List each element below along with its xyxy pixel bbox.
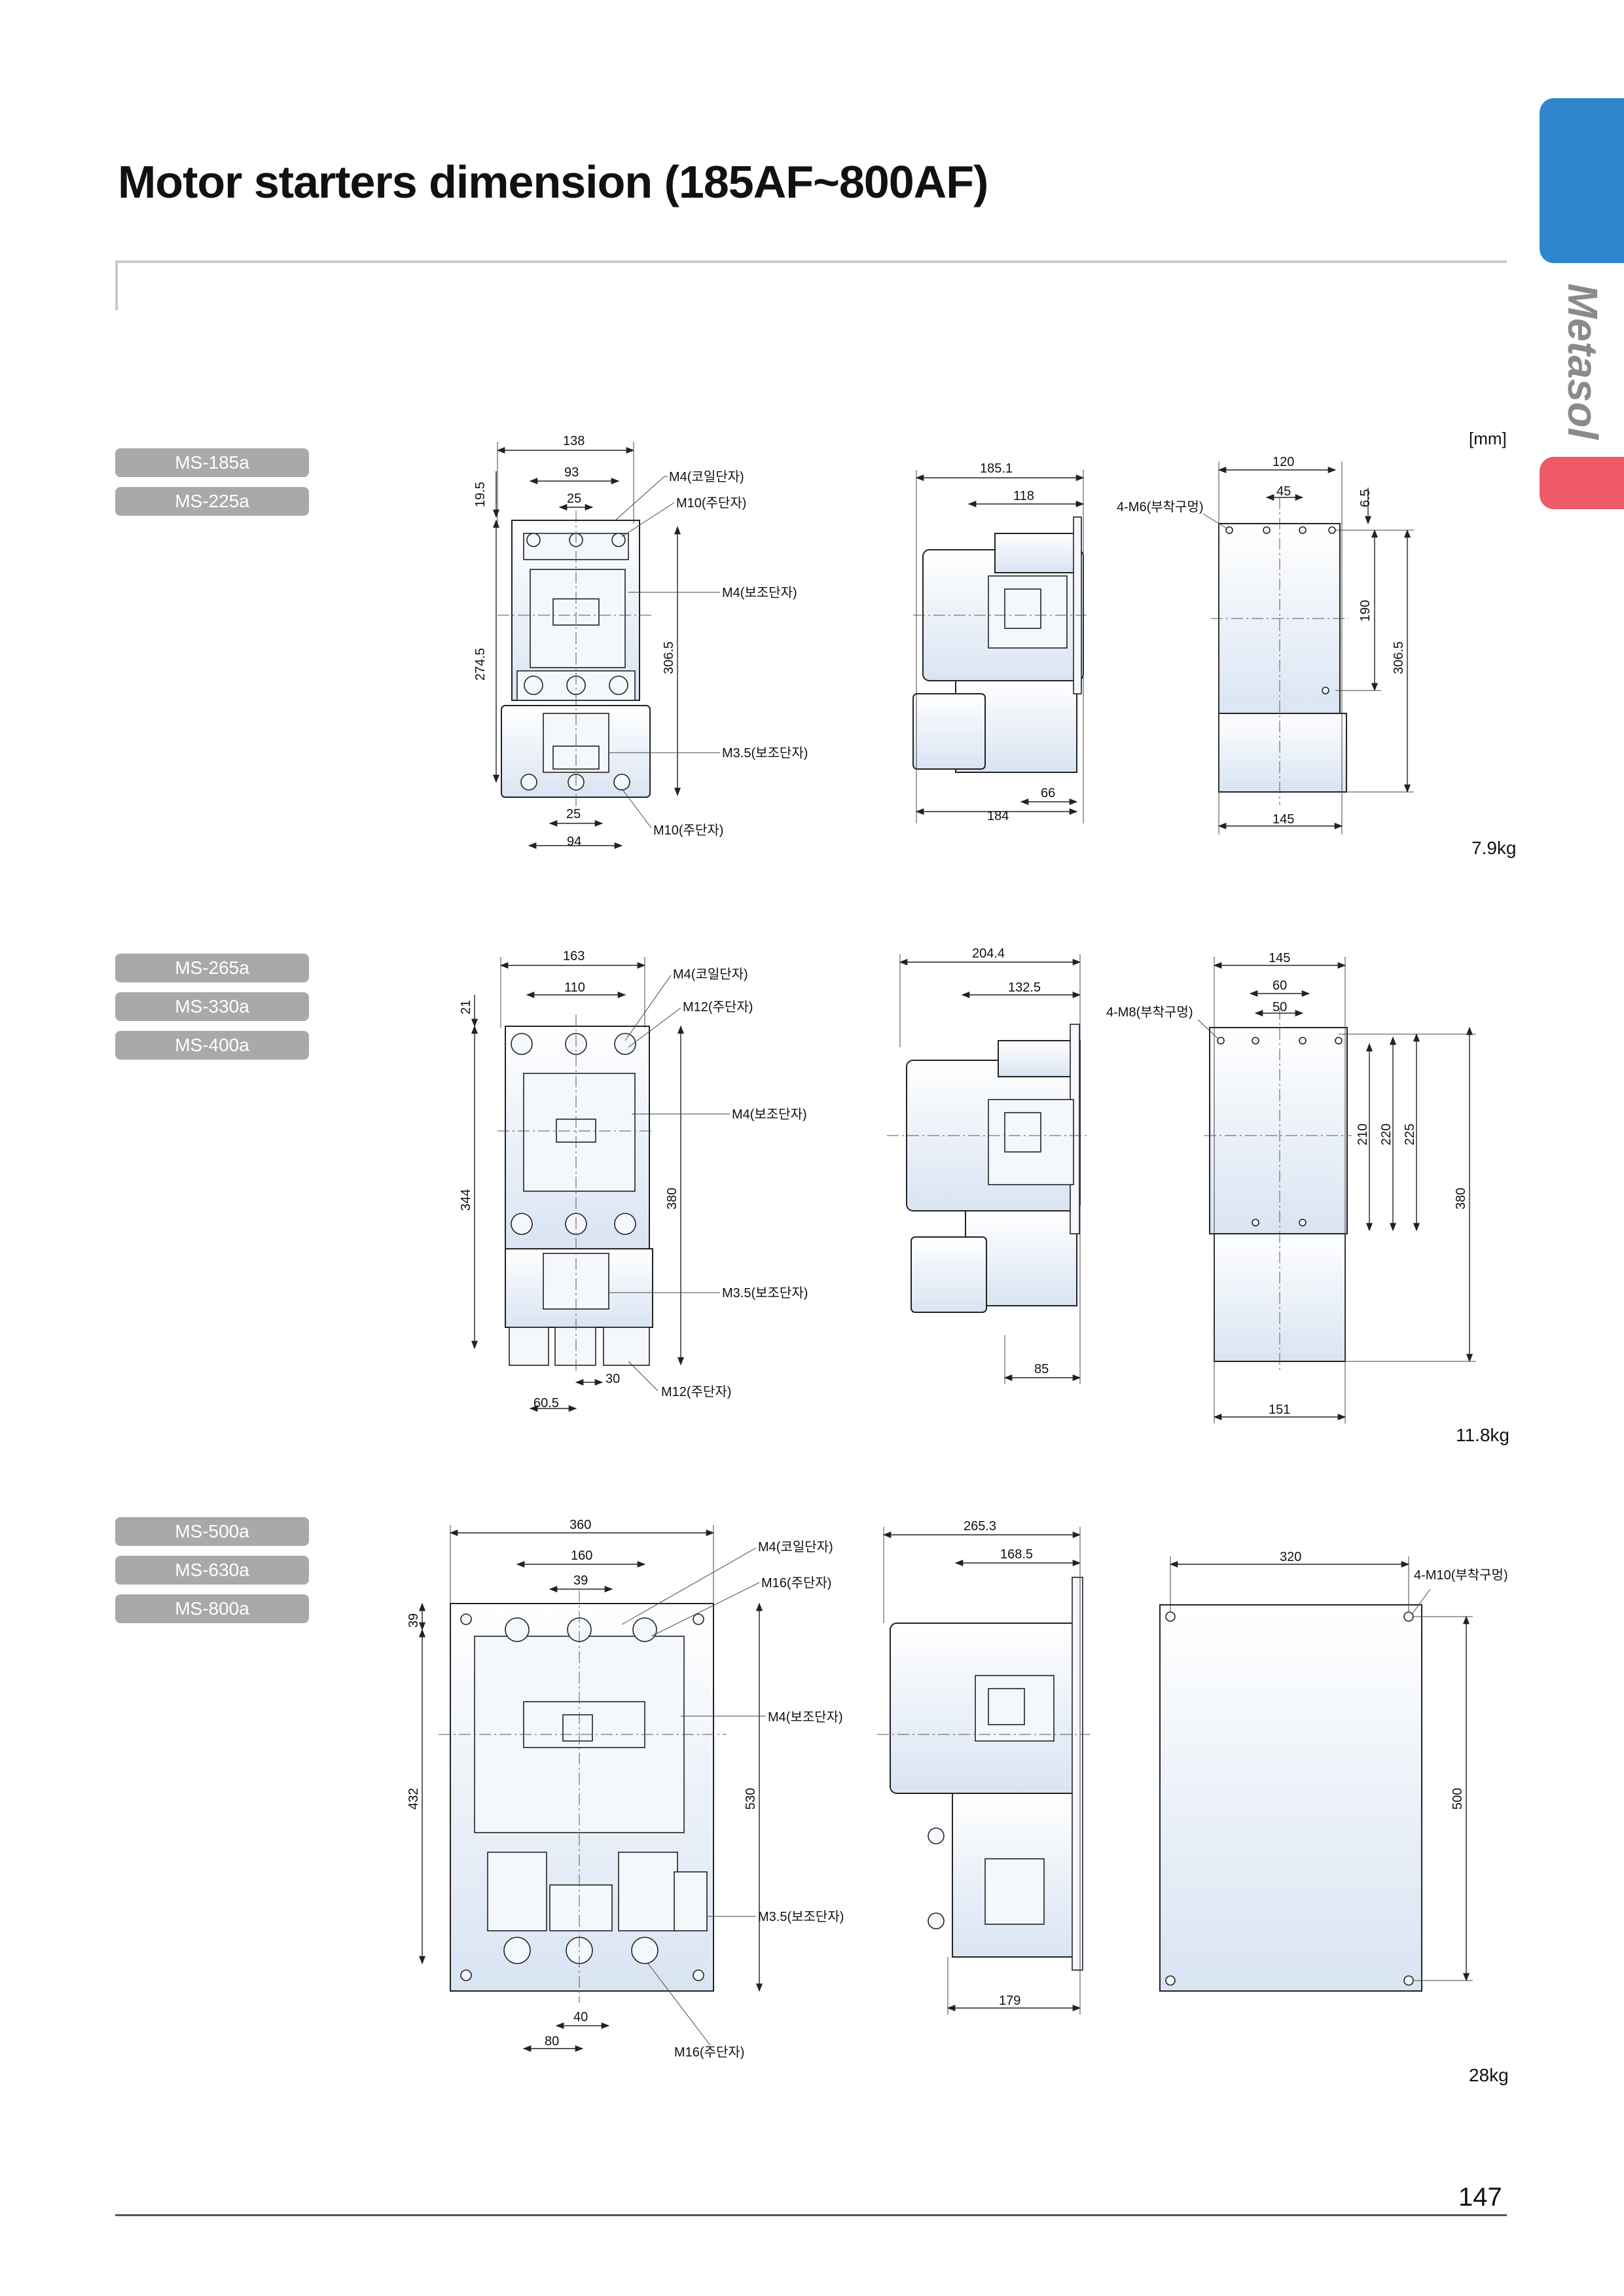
page-number: 147 [1458, 2183, 1502, 2212]
dim-label: 39 [573, 1573, 588, 1588]
unit-label: [mm] [1469, 429, 1507, 448]
callout-mounting-hole: 4-M8(부착구멍) [1106, 1005, 1193, 1020]
callout-aux-terminal: M4(보조단자) [768, 1710, 843, 1725]
dim-label: 85 [1034, 1362, 1049, 1376]
dim-label: 530 [744, 1788, 758, 1810]
dim-label: 21 [459, 1000, 473, 1014]
dim-label: 80 [545, 2034, 559, 2049]
footer-rule [115, 2214, 1507, 2216]
dim-label: 94 [567, 834, 581, 849]
dim-label: 145 [1272, 812, 1294, 827]
dim-label: 66 [1041, 786, 1055, 800]
callout-coil-terminal: M4(코일단자) [758, 1539, 833, 1554]
dim-label: 25 [566, 807, 581, 821]
dim-label: 151 [1269, 1403, 1290, 1417]
dim-label: 360 [569, 1518, 591, 1532]
dim-label: 500 [1451, 1788, 1465, 1810]
dim-label: 60 [1272, 978, 1287, 993]
callout-coil-terminal: M4(코일단자) [673, 967, 748, 982]
model-group-2: MS-265a MS-330a MS-400a [115, 954, 309, 1069]
page-title: Motor starters dimension (185AF~800AF) [118, 156, 988, 207]
dim-label: 225 [1403, 1124, 1417, 1145]
section-2-front-view: 163 110 21 344 380 30 60.5 M4(코일단자) M12(… [459, 949, 808, 1412]
dim-label: 138 [563, 434, 585, 448]
section-3-side-view: 265.3 168.5 179 [877, 1519, 1090, 2015]
dim-label: 265.3 [964, 1519, 996, 1534]
dim-label: 163 [563, 949, 585, 963]
dim-label: 190 [1358, 600, 1373, 622]
section-1-side-view: 204.4 185.1 118 184 66 [912, 461, 1087, 823]
dim-label: 93 [564, 465, 579, 480]
weight-label: 28kg [1469, 2065, 1509, 2085]
weight-label: 11.8kg [1456, 1425, 1509, 1445]
model-group-1: MS-185a MS-225a [115, 448, 309, 526]
section-1-front-view: 138 93 25 19.5 274.5 306.5 25 94 M4(코일단자… [473, 434, 808, 850]
model-label: MS-800a [115, 1594, 309, 1623]
callout-aux-terminal: M3.5(보조단자) [722, 1285, 808, 1300]
model-label: MS-500a [115, 1517, 309, 1546]
dim-label: 184 [987, 809, 1009, 823]
dim-label: 160 [571, 1549, 592, 1563]
dim-label: 380 [665, 1188, 679, 1210]
weight-label: 7.9kg [1471, 838, 1517, 858]
dim-label: 25 [567, 492, 581, 506]
callout-main-terminal: M12(주단자) [661, 1384, 731, 1399]
model-label: MS-400a [115, 1031, 309, 1060]
callout-main-terminal: M12(주단자) [683, 999, 753, 1014]
dim-label: 344 [459, 1189, 473, 1211]
callout-main-terminal: M10(주단자) [653, 823, 723, 838]
callout-main-terminal: M16(주단자) [674, 2045, 744, 2060]
dim-label: 120 [1272, 455, 1294, 469]
dim-label: 6.5 [1358, 489, 1373, 507]
dim-label: 145 [1269, 951, 1290, 965]
dim-label: 30 [605, 1372, 620, 1386]
dim-label: 168.5 [1000, 1547, 1033, 1562]
dim-label: 39 [406, 1613, 421, 1628]
dim-label: 220 [1379, 1124, 1394, 1145]
model-label: MS-330a [115, 992, 309, 1021]
callout-aux-terminal: M3.5(보조단자) [722, 745, 808, 761]
model-label: MS-630a [115, 1556, 309, 1585]
dim-label: 185.1 [980, 461, 1013, 476]
callout-main-terminal: M10(주단자) [676, 495, 746, 511]
header-rule-tick [115, 260, 118, 310]
section-3-rear-view: 320 500 4-M10(부착구멍) [1159, 1550, 1508, 1992]
dim-label: 210 [1356, 1124, 1370, 1145]
section-2-side-view: 204.4 132.5 85 [887, 946, 1087, 1384]
dim-label: 179 [999, 1994, 1020, 2008]
callout-mounting-hole: 4-M6(부착구멍) [1117, 499, 1204, 514]
section-1-rear-view: 120 45 6.5 190 306.5 145 4-M6(부착구멍) [1117, 455, 1414, 834]
model-label: MS-185a [115, 448, 309, 477]
dim-label: 306.5 [662, 641, 676, 674]
callout-coil-terminal: M4(코일단자) [669, 469, 744, 484]
dim-label: 19.5 [473, 482, 488, 507]
dim-label: 50 [1272, 1000, 1287, 1014]
callout-mounting-hole: 4-M10(부착구멍) [1414, 1568, 1508, 1583]
callout-main-terminal: M16(주단자) [761, 1575, 831, 1590]
callout-aux-terminal: M4(보조단자) [722, 585, 797, 600]
dim-label: 110 [564, 980, 585, 995]
dim-label: 320 [1280, 1550, 1301, 1564]
header-rule [115, 260, 1507, 263]
dim-label: 45 [1276, 484, 1291, 499]
dim-label: 40 [573, 2010, 588, 2024]
dim-label: 306.5 [1392, 641, 1406, 674]
dim-label: 380 [1454, 1188, 1468, 1210]
model-label: MS-225a [115, 487, 309, 516]
section-3-front-view: 360 160 39 39 432 530 40 80 M4(코일단자) M16… [406, 1518, 844, 2060]
dim-label: 60.5 [533, 1396, 559, 1410]
dim-label: 118 [1013, 489, 1034, 503]
section-2-rear-view: 145 60 50 210 220 225 380 151 4-M8(부착구멍) [1106, 951, 1476, 1424]
section-tab-red [1540, 457, 1624, 509]
model-group-3: MS-500a MS-630a MS-800a [115, 1517, 309, 1633]
dim-label: 274.5 [473, 648, 488, 681]
dim-label: 204.4 [972, 946, 1005, 961]
callout-aux-terminal: M3.5(보조단자) [758, 1909, 844, 1924]
dim-label: 132.5 [1008, 980, 1041, 995]
section-tab-blue [1540, 98, 1624, 263]
dim-label: 432 [406, 1788, 421, 1810]
model-label: MS-265a [115, 954, 309, 982]
callout-aux-terminal: M4(보조단자) [732, 1107, 807, 1122]
